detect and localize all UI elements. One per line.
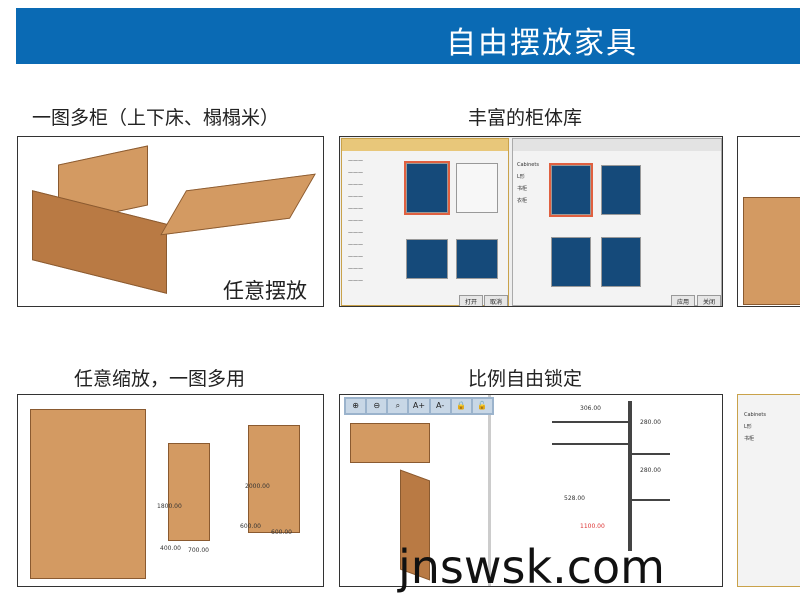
caption-ratio-lock: 比例自由锁定 [468, 368, 583, 390]
panel-ratio-lock: 306.00 280.00 528.00 280.00 1100.00 [339, 394, 723, 587]
dim-label: 2000.00 [245, 483, 270, 490]
thumb-item[interactable] [601, 237, 641, 287]
zoom-in-icon[interactable]: ⊕ [346, 399, 366, 413]
apply-button[interactable]: 应用 [671, 295, 696, 306]
zoom-out-icon[interactable]: ⊖ [367, 399, 387, 413]
thumb-item[interactable] [549, 163, 593, 217]
small-wardrobe [248, 425, 300, 533]
lock-icon[interactable]: 🔒 [451, 399, 471, 413]
panel-bed-cabinet: 任意摆放 [17, 136, 324, 307]
library-window-left: ————————————————————————————————— 打开 取消 [341, 138, 509, 306]
caption-cabinet-library: 丰富的柜体库 [468, 107, 583, 129]
dim-label: 280.00 [640, 419, 661, 426]
dim-label: 280.00 [640, 467, 661, 474]
open-button[interactable]: 打开 [459, 295, 484, 306]
thumb-item[interactable] [404, 161, 450, 215]
large-wardrobe [30, 409, 146, 579]
panel-partial-right [737, 136, 800, 307]
font-increase-button[interactable]: A+ [409, 399, 429, 413]
header-banner: 自由摆放家具 [16, 8, 800, 64]
page-title: 自由摆放家具 [446, 26, 638, 61]
3d-shelf [350, 423, 430, 463]
thumb-item[interactable] [456, 239, 498, 279]
category-list[interactable]: ————————————————————————————————— [348, 158, 363, 284]
thumb-item[interactable] [601, 165, 641, 215]
dim-label: 1100.00 [580, 523, 605, 530]
thumb-item[interactable] [551, 237, 591, 287]
tatami [160, 173, 316, 236]
drawing-shelf [632, 499, 670, 501]
dim-label: 400.00 [160, 545, 181, 552]
thumb-item[interactable] [456, 163, 498, 213]
dim-label: 528.00 [564, 495, 585, 502]
cancel-button[interactable]: 取消 [484, 295, 508, 306]
drawing-toolbar: ⊕⊖⌕ A+A- 🔒🔓 [344, 397, 494, 415]
drawing-shelf [632, 453, 670, 455]
overlay-free-place: 任意摆放 [223, 279, 307, 303]
panel-library: ————————————————————————————————— 打开 取消 … [339, 136, 723, 307]
thumb-item[interactable] [406, 239, 448, 279]
drawing-panel [628, 401, 632, 551]
medium-wardrobe [168, 443, 210, 541]
caption-multi-cabinet: 一图多柜（上下床、榻榻米） [32, 107, 280, 129]
zoom-fit-icon[interactable]: ⌕ [388, 399, 408, 413]
dim-label: 306.00 [580, 405, 601, 412]
dim-label: 600.00 [240, 523, 261, 530]
splitter[interactable] [488, 395, 491, 586]
panel-zoom: 1800.00 2000.00 400.00 600.00 700.00 600… [17, 394, 324, 587]
dim-label: 1800.00 [157, 503, 182, 510]
drawing-shelf [552, 443, 628, 445]
dim-label: 600.00 [271, 529, 292, 536]
close-button[interactable]: 关闭 [697, 295, 721, 306]
drawing-shelf [552, 421, 628, 423]
caption-zoom: 任意缩放，一图多用 [74, 368, 246, 390]
dim-label: 700.00 [188, 547, 209, 554]
unlock-icon[interactable]: 🔓 [472, 399, 492, 413]
font-decrease-button[interactable]: A- [430, 399, 450, 413]
watermark: jnswsk.com [398, 540, 665, 594]
cabinet-preview [743, 197, 800, 305]
